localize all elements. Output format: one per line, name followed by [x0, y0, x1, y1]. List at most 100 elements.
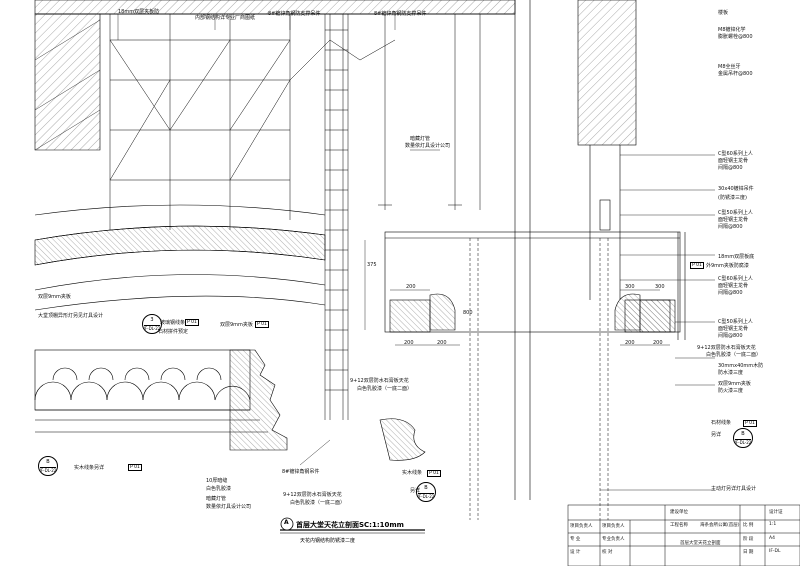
- label-angle-steel-2: 8#镀锌角钢防支撑吊件: [374, 11, 427, 17]
- hanger-rods: [378, 14, 481, 210]
- label-frp-moulding: 玻璃钢线条另详: [160, 320, 196, 326]
- detail-ref-2-num: B: [46, 459, 50, 465]
- label-anchor-bolt-spacing: 膨胀螺栓@800: [718, 34, 753, 40]
- tb-val-scale: 1:1: [769, 522, 777, 527]
- label-stone-joint: 石材拼件预定: [158, 329, 189, 335]
- dim-4: 200: [437, 340, 447, 346]
- label-hanger-30x40: 30x40镀锌吊件: [718, 186, 754, 192]
- label-c50-2b: 面轻钢主龙骨: [718, 326, 749, 332]
- label-c50-2: C型50系列上人: [718, 319, 753, 325]
- dimension-lines: [364, 240, 670, 346]
- dim-9: 200: [653, 340, 663, 346]
- label-hidden-light-qty: 数量依灯具设计公司: [405, 143, 451, 149]
- detail-ref-4-sheet: IF-DL-22: [734, 440, 752, 445]
- detail-ref-1-num: 3: [150, 317, 154, 323]
- label-wood-moulding-2: 实木线条: [402, 470, 423, 476]
- label-steel-vendor: 内部钢结构详专业厂商图纸: [195, 15, 256, 21]
- detail-ref-3-num: B: [424, 485, 428, 491]
- column-dashed: [469, 238, 609, 520]
- right-detail: [514, 0, 686, 500]
- left-wall-structure: [34, 13, 101, 151]
- dim-1: 200: [406, 284, 416, 290]
- label-threaded-rod: M8全丝牙: [718, 64, 741, 70]
- tb-val-stage: A4: [769, 536, 775, 541]
- tb-role-3: 专 业: [570, 537, 581, 542]
- label-see-detail-2: 另详: [711, 432, 722, 438]
- label-gypsum-right: 9+12双层防水石膏板天花: [697, 345, 756, 351]
- label-threaded-rod-spacing: 金属吊杆@800: [718, 71, 753, 77]
- tb-drawing-name: 首层大堂天花立剖面: [680, 541, 721, 546]
- tb-key-stage: 阶 段: [743, 537, 754, 542]
- label-plywood-top: 18mm双层夹板防: [118, 9, 160, 15]
- label-waterproof: 防水漆三度: [718, 370, 744, 376]
- label-18mm-board: 18mm双层板底: [718, 254, 755, 260]
- label-gypsum-mid-paint: 白色乳胶漆（一底二面）: [357, 386, 413, 392]
- tb-role-4: 专业负责人: [602, 537, 625, 542]
- detail-ref-2: B IF-DL-22: [38, 456, 58, 476]
- label-c60-2: C型60系列上人: [718, 276, 753, 282]
- label-10mm-joint: 10厚暗缝: [206, 478, 228, 484]
- drawing-title: 首层大堂天花立剖面SC:1:10mm: [296, 521, 404, 529]
- dim-2: 375: [367, 262, 377, 268]
- steel-frame: [109, 14, 396, 230]
- dim-6: 300: [625, 284, 635, 290]
- tb-role-2: 项目负责人: [602, 524, 625, 529]
- tb-key-scale: 比 例: [743, 523, 754, 528]
- tb-val-date: IF-DL: [769, 549, 781, 554]
- label-hidden-light: 暗藏灯管: [410, 136, 431, 142]
- label-9mm-plywood: 外9mm夹板防腐漆: [706, 263, 749, 269]
- tag-p01-3: P 01: [128, 464, 142, 471]
- tb-client: 建设单位: [670, 510, 688, 515]
- label-slab: 楼板: [718, 10, 729, 16]
- detail-ref-4-num: B: [741, 431, 745, 437]
- label-c50-1: C型50系列上人: [718, 210, 753, 216]
- dim-3: 200: [404, 340, 414, 346]
- label-c50-1b: 面轻钢主龙骨: [718, 217, 749, 223]
- label-double-9mm-mid: 双层9mm夹板: [220, 322, 253, 328]
- dim-5: 800: [463, 310, 473, 316]
- label-hanger-rust: (防锈漆三度): [718, 195, 747, 201]
- label-see-detail: 另详: [410, 488, 421, 494]
- arch-frieze: [34, 349, 268, 433]
- dome-curve: [34, 204, 326, 311]
- tag-p01-2: P 01: [255, 321, 269, 328]
- tb-cert: 设计证: [769, 510, 783, 515]
- label-c60-1c: 间隔@800: [718, 165, 743, 171]
- detail-ref-1: 3 IF-DL-22: [142, 314, 162, 334]
- tb-role-5: 设 计: [570, 550, 581, 555]
- drawing-subtitle: 天花内钢结构防锈漆二度: [300, 538, 356, 544]
- dim-8: 200: [625, 340, 635, 346]
- dim-7: 300: [655, 284, 665, 290]
- label-c60-1: C型60系列上人: [718, 151, 753, 157]
- detail-ref-1-sheet: IF-DL-22: [143, 326, 161, 331]
- label-main-light: 主动灯另详灯具设计: [711, 486, 757, 492]
- label-c60-1b: 面轻钢主龙骨: [718, 158, 749, 164]
- tag-p01-4: P 01: [427, 470, 441, 477]
- label-gypsum-mid: 9+12双层防水石膏板天花: [350, 378, 409, 384]
- tb-role-6: 校 对: [602, 550, 613, 555]
- label-angle-steel-1: 8#镀锌角钢防支撑吊件: [268, 11, 321, 17]
- tb-project-label: 工程名称: [670, 523, 688, 528]
- ladder-column: [324, 14, 349, 420]
- label-dome-light: 大堂顶棚异形灯另见灯具设计: [38, 313, 104, 319]
- detail-ref-4: B IF-DL-22: [733, 428, 753, 448]
- label-c50-2c: 间隔@800: [718, 333, 743, 339]
- label-angle-hanger: 8#镀锌角钢吊件: [282, 469, 320, 475]
- label-wood-moulding: 实木线条另详: [74, 465, 105, 471]
- tb-project-name: 海条会所公寓(首层): [700, 523, 740, 528]
- tb-key-date: 日 期: [743, 550, 754, 555]
- tb-role-1: 项目负责人: [570, 524, 593, 529]
- label-wood-30x40: 30mmx40mm木防: [718, 363, 764, 369]
- title-letter-circle: [280, 517, 294, 531]
- detail-ref-3-sheet: IF-DL-22: [417, 494, 435, 499]
- label-c60-2c: 间隔@800: [718, 290, 743, 296]
- label-hidden-light-2: 暗藏灯管: [206, 496, 227, 502]
- detail-ref-2-sheet: IF-DL-22: [39, 468, 57, 473]
- cornice-moulding: [229, 349, 426, 461]
- tag-p01-1: P 01: [185, 319, 199, 326]
- label-hidden-light-qty-2: 数量依灯具设计公司: [206, 504, 252, 510]
- label-stone-moulding: 石材线条: [711, 420, 732, 426]
- title-underline: [280, 529, 425, 534]
- label-double-9mm: 双层9mm夹板: [718, 381, 751, 387]
